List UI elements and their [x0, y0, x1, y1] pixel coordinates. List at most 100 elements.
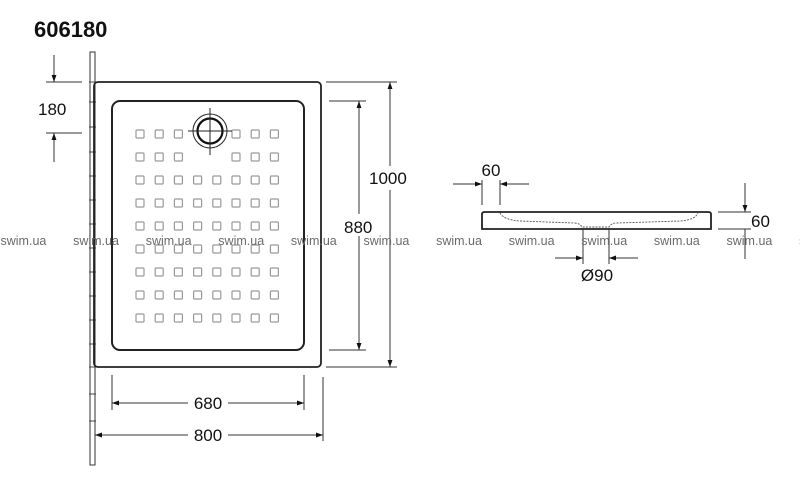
watermark-text: swim.ua [73, 234, 119, 248]
basin-contour [499, 212, 699, 228]
grip-square [212, 267, 222, 277]
watermark-text: swim.ua [436, 234, 482, 248]
grip-square [212, 244, 222, 254]
grip-square [135, 290, 145, 300]
grip-square [135, 244, 145, 254]
grip-square [135, 152, 145, 162]
grip-square [250, 152, 260, 162]
dimension-label-680: 680 [194, 394, 222, 413]
watermark-text: swim.ua [509, 234, 555, 248]
grip-square [231, 290, 241, 300]
dimension-drain-diameter: Ø90 [555, 229, 638, 285]
grip-square [173, 221, 183, 231]
dimension-label-1000: 1000 [369, 169, 407, 188]
grip-square [135, 198, 145, 208]
grip-square [154, 198, 164, 208]
watermark-text: swim.ua [1, 234, 47, 248]
grip-square [135, 221, 145, 231]
watermark-text: swim.ua [291, 234, 337, 248]
grip-square [154, 129, 164, 139]
grip-square [250, 129, 260, 139]
grip-square [193, 313, 203, 323]
grip-square [269, 267, 279, 277]
dimension-label-880: 880 [344, 218, 372, 237]
grip-square [154, 290, 164, 300]
grip-square [250, 244, 260, 254]
grip-square [135, 267, 145, 277]
grip-square [193, 267, 203, 277]
grip-square [173, 313, 183, 323]
grip-square [231, 175, 241, 185]
grip-square [193, 221, 203, 231]
grip-square [269, 129, 279, 139]
grip-square [231, 313, 241, 323]
grip-square [269, 175, 279, 185]
grip-square [231, 267, 241, 277]
drain-icon [188, 108, 232, 155]
tray-outer-outline [93, 81, 322, 368]
grip-square [250, 313, 260, 323]
grip-square [212, 221, 222, 231]
grip-square [269, 313, 279, 323]
watermark-text: swim.ua [364, 234, 410, 248]
dimension-label-800: 800 [194, 426, 222, 445]
dimension-length: 880 1000 [326, 81, 407, 368]
grip-square [173, 129, 183, 139]
grip-square [231, 244, 241, 254]
grip-square [269, 152, 279, 162]
dimension-label-drain-90: Ø90 [581, 266, 613, 285]
plan-view: 180 880 1000 680 800 [38, 51, 407, 466]
watermark-row: swim.ua swim.ua swim.ua swim.ua swim.ua swim.… [1, 234, 800, 248]
wall-strip [89, 51, 96, 466]
grip-square [154, 313, 164, 323]
dimension-label-height-60: 60 [751, 212, 770, 231]
grip-square [173, 267, 183, 277]
grip-square [154, 267, 164, 277]
grip-square [269, 221, 279, 231]
grip-square [173, 244, 183, 254]
watermark-text: swim.ua [218, 234, 264, 248]
grip-square [212, 198, 222, 208]
watermark-text: swim.ua [727, 234, 773, 248]
tray-inner-basin [111, 100, 305, 351]
model-number: 606180 [34, 17, 107, 42]
grip-square [250, 221, 260, 231]
grip-square [154, 175, 164, 185]
grip-square [269, 244, 279, 254]
grip-square [154, 244, 164, 254]
grip-square [173, 152, 183, 162]
grip-square [269, 198, 279, 208]
watermark-text: swim.ua [581, 234, 627, 248]
grip-square [173, 290, 183, 300]
grip-square [250, 198, 260, 208]
dimension-label-180: 180 [38, 100, 66, 119]
grip-square [250, 175, 260, 185]
dimension-height: 60 [718, 183, 770, 259]
grip-square [250, 267, 260, 277]
grip-square [212, 175, 222, 185]
grip-square [231, 221, 241, 231]
grip-square [173, 198, 183, 208]
tray-profile [481, 211, 712, 230]
grip-square [231, 152, 241, 162]
grip-square [135, 175, 145, 185]
grip-square [173, 175, 183, 185]
grip-square [135, 313, 145, 323]
section-view: 60 60 Ø90 [453, 161, 770, 285]
grip-square [193, 244, 203, 254]
grip-square [212, 290, 222, 300]
grip-pattern [135, 129, 279, 323]
dimension-drain-offset: 180 [38, 55, 82, 162]
grip-square [212, 313, 222, 323]
grip-square [193, 198, 203, 208]
grip-square [269, 290, 279, 300]
watermark-text: swim.ua [146, 234, 192, 248]
watermark-text: swim.ua [654, 234, 700, 248]
grip-square [154, 221, 164, 231]
dimension-width: 680 800 [95, 375, 324, 445]
grip-square [231, 198, 241, 208]
grip-square [193, 290, 203, 300]
grip-square [250, 290, 260, 300]
grip-square [154, 152, 164, 162]
